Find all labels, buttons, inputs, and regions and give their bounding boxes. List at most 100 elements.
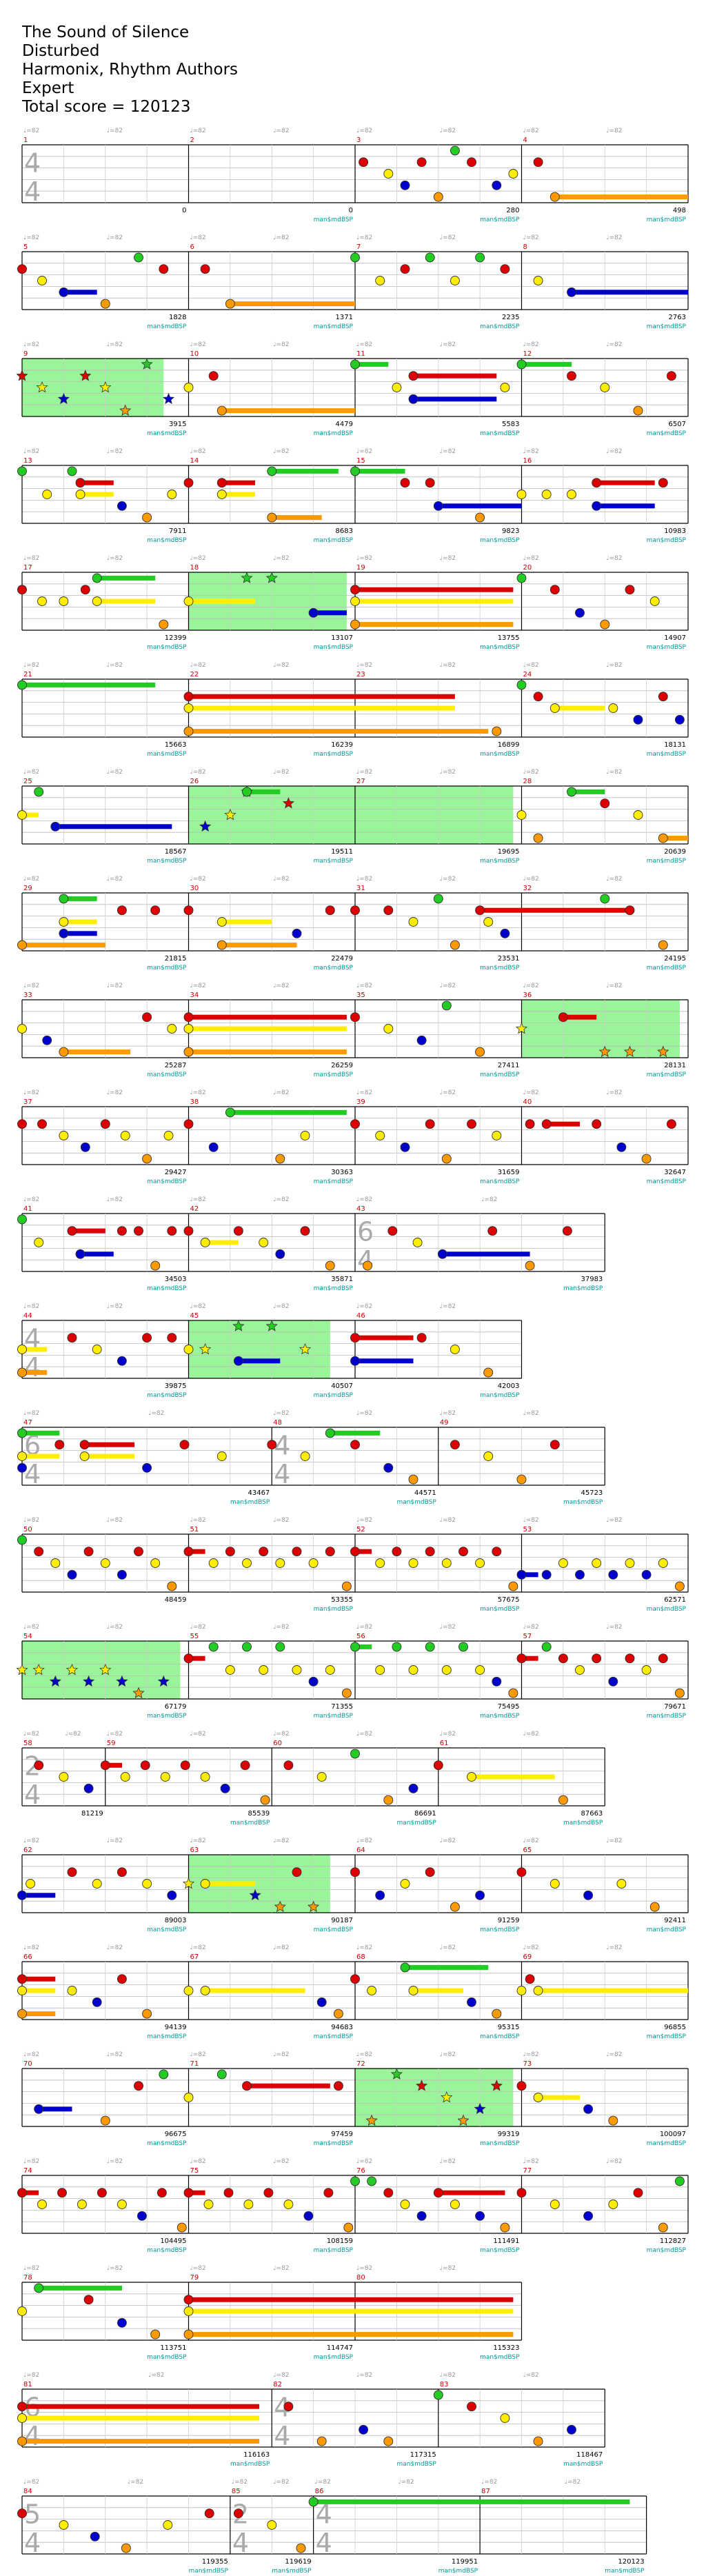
measure-number: 5 <box>23 243 28 251</box>
star-note <box>299 1342 312 1355</box>
note-gem <box>17 810 27 820</box>
measure-score: 43467 <box>248 1489 270 1497</box>
sustain-tail <box>63 931 97 936</box>
measure-number: 70 <box>23 2060 32 2068</box>
star-note <box>365 2114 378 2126</box>
measure-score: 67179 <box>165 1703 187 1711</box>
measure-tag: man$mdBSP <box>147 1926 187 1933</box>
bpm-marker: ♩=82 <box>273 983 289 989</box>
note-gem <box>450 940 460 950</box>
time-signature-bottom: 4 <box>357 1245 374 1276</box>
measure-tag: man$mdBSP <box>480 751 520 758</box>
note-gem <box>375 1131 385 1140</box>
note-gem <box>583 2211 594 2221</box>
sustain-tail <box>188 729 489 734</box>
bpm-marker: ♩=82 <box>190 1303 206 1310</box>
note-gem <box>575 1569 585 1580</box>
note-gem <box>183 1119 194 1129</box>
sustain-tail <box>22 1347 48 1352</box>
measure-score: 39875 <box>165 1382 187 1390</box>
note-gem <box>183 2188 194 2198</box>
note-gem <box>475 905 485 916</box>
bpm-marker: ♩=82 <box>273 1089 289 1096</box>
star-note <box>199 820 212 832</box>
sustain-tail <box>22 2190 39 2195</box>
measure-tag: man$mdBSP <box>480 2247 520 2254</box>
measure-score: 30363 <box>331 1169 353 1176</box>
note-gem <box>500 264 510 274</box>
sustain-tail <box>39 2106 72 2112</box>
note-gem <box>308 1676 319 1687</box>
bpm-marker: ♩=82 <box>190 1624 206 1631</box>
bpm-marker: ♩=82 <box>356 1624 372 1631</box>
note-gem <box>641 1154 652 1164</box>
note-gem <box>325 1428 335 1438</box>
measure-tag: man$mdBSP <box>314 1926 354 1933</box>
time-signature-bottom: 4 <box>24 2528 41 2558</box>
bpm-marker: ♩=82 <box>356 448 372 455</box>
note-gem <box>516 1653 527 1664</box>
note-gem <box>200 1986 210 1995</box>
bpm-marker: ♩=82 <box>190 769 206 776</box>
note-gem <box>367 2176 377 2186</box>
time-signature-bottom: 4 <box>316 2528 332 2558</box>
note-gem <box>233 2508 243 2519</box>
note-gem <box>225 1107 235 1118</box>
note-gem <box>400 1962 410 1973</box>
measure-score: 115323 <box>493 2344 519 2352</box>
sustain-tail <box>22 682 156 687</box>
note-gem <box>275 1642 285 1652</box>
star-note <box>441 2091 453 2103</box>
bpm-marker: ♩=82 <box>232 2479 248 2486</box>
measure-score: 95315 <box>498 2024 520 2031</box>
sustain-tail <box>188 1549 205 1554</box>
sustain-tail <box>247 789 281 794</box>
note-gem <box>592 1653 602 1664</box>
bpm-marker: ♩=82 <box>440 1838 456 1844</box>
measure-tag: man$mdBSP <box>563 2461 603 2468</box>
note-gem <box>225 1665 235 1675</box>
note-gem <box>516 2081 527 2091</box>
bpm-marker: ♩=82 <box>107 2265 123 2272</box>
note-gem <box>658 2222 668 2233</box>
measure-number: 73 <box>523 2060 532 2068</box>
bpm-marker: ♩=82 <box>190 448 206 455</box>
star-note <box>416 2080 428 2091</box>
bpm-marker: ♩=82 <box>107 1838 123 1844</box>
bpm-marker: ♩=82 <box>523 128 539 134</box>
measure-tag: man$mdBSP <box>647 1713 687 1720</box>
note-gem <box>300 1451 310 1461</box>
note-gem <box>383 169 394 179</box>
note-gem <box>316 1997 327 2007</box>
bpm-marker: ♩=82 <box>148 1410 164 1417</box>
star-note <box>390 2068 403 2080</box>
bpm-marker: ♩=82 <box>440 555 456 562</box>
bpm-marker: ♩=82 <box>23 1196 39 1203</box>
sustain-tail <box>230 1109 347 1115</box>
note-gem <box>549 1440 560 1450</box>
measure-score: 5583 <box>502 421 519 428</box>
bpm-marker: ♩=82 <box>148 2372 164 2379</box>
bpm-marker: ♩=82 <box>523 1731 539 1738</box>
note-gem <box>216 1451 227 1461</box>
note-gem <box>183 905 194 916</box>
note-gem <box>649 596 660 606</box>
note-gem <box>658 833 668 843</box>
bpm-marker: ♩=82 <box>315 2479 331 2486</box>
note-gem <box>59 2520 69 2530</box>
sustain-tail <box>221 480 256 485</box>
measure-number: 44 <box>23 1312 32 1320</box>
note-gem <box>67 1569 77 1580</box>
measure-score: 75495 <box>498 1703 520 1711</box>
note-gem <box>134 1226 143 1236</box>
bpm-marker: ♩=82 <box>440 128 456 134</box>
note-gem <box>541 1642 552 1652</box>
bpm-marker: ♩=82 <box>523 1838 539 1844</box>
star-power-region <box>188 786 514 844</box>
measure-tag: man$mdBSP <box>480 1071 520 1078</box>
measure-tag: man$mdBSP <box>147 2140 187 2147</box>
